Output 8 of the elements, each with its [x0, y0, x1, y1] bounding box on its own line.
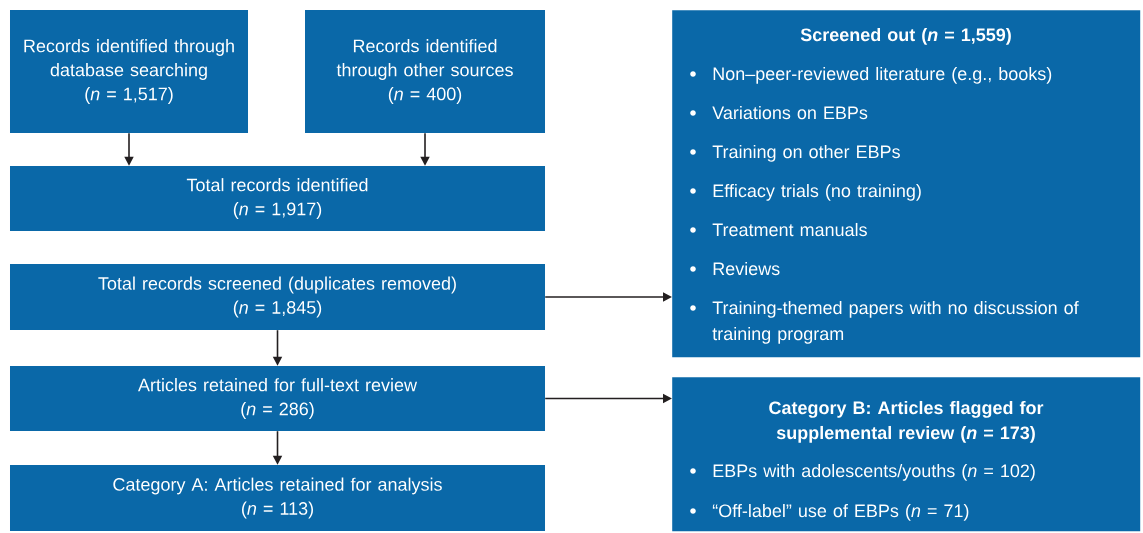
process-box: Total records screened (duplicates removed) (n = 1,845): [10, 264, 545, 330]
list-panel: Category B: Articles flagged for supplemental review (n = 173) EBPs with adolescents/youths (n = 102) “Off-label” use of EBPs (n = 71): [672, 377, 1141, 532]
process-box: Records identified through database searching (n = 1,517): [10, 10, 248, 133]
process-box: Records identified through other sources (n = 400): [305, 10, 545, 133]
process-box: Articles retained for full-text review (n = 286): [10, 366, 545, 431]
process-box: Total records identified (n = 1,917): [10, 166, 545, 231]
process-box: Category A: Articles retained for analysis (n = 113): [10, 465, 545, 531]
list-panel: Screened out (n = 1,559) Non–peer-reviewed literature (e.g., books) Variations on EBPs Training on other EBPs Efficacy trials (no training) Treatment manuals Reviews Training-themed papers with no discussion of training program: [672, 10, 1141, 358]
